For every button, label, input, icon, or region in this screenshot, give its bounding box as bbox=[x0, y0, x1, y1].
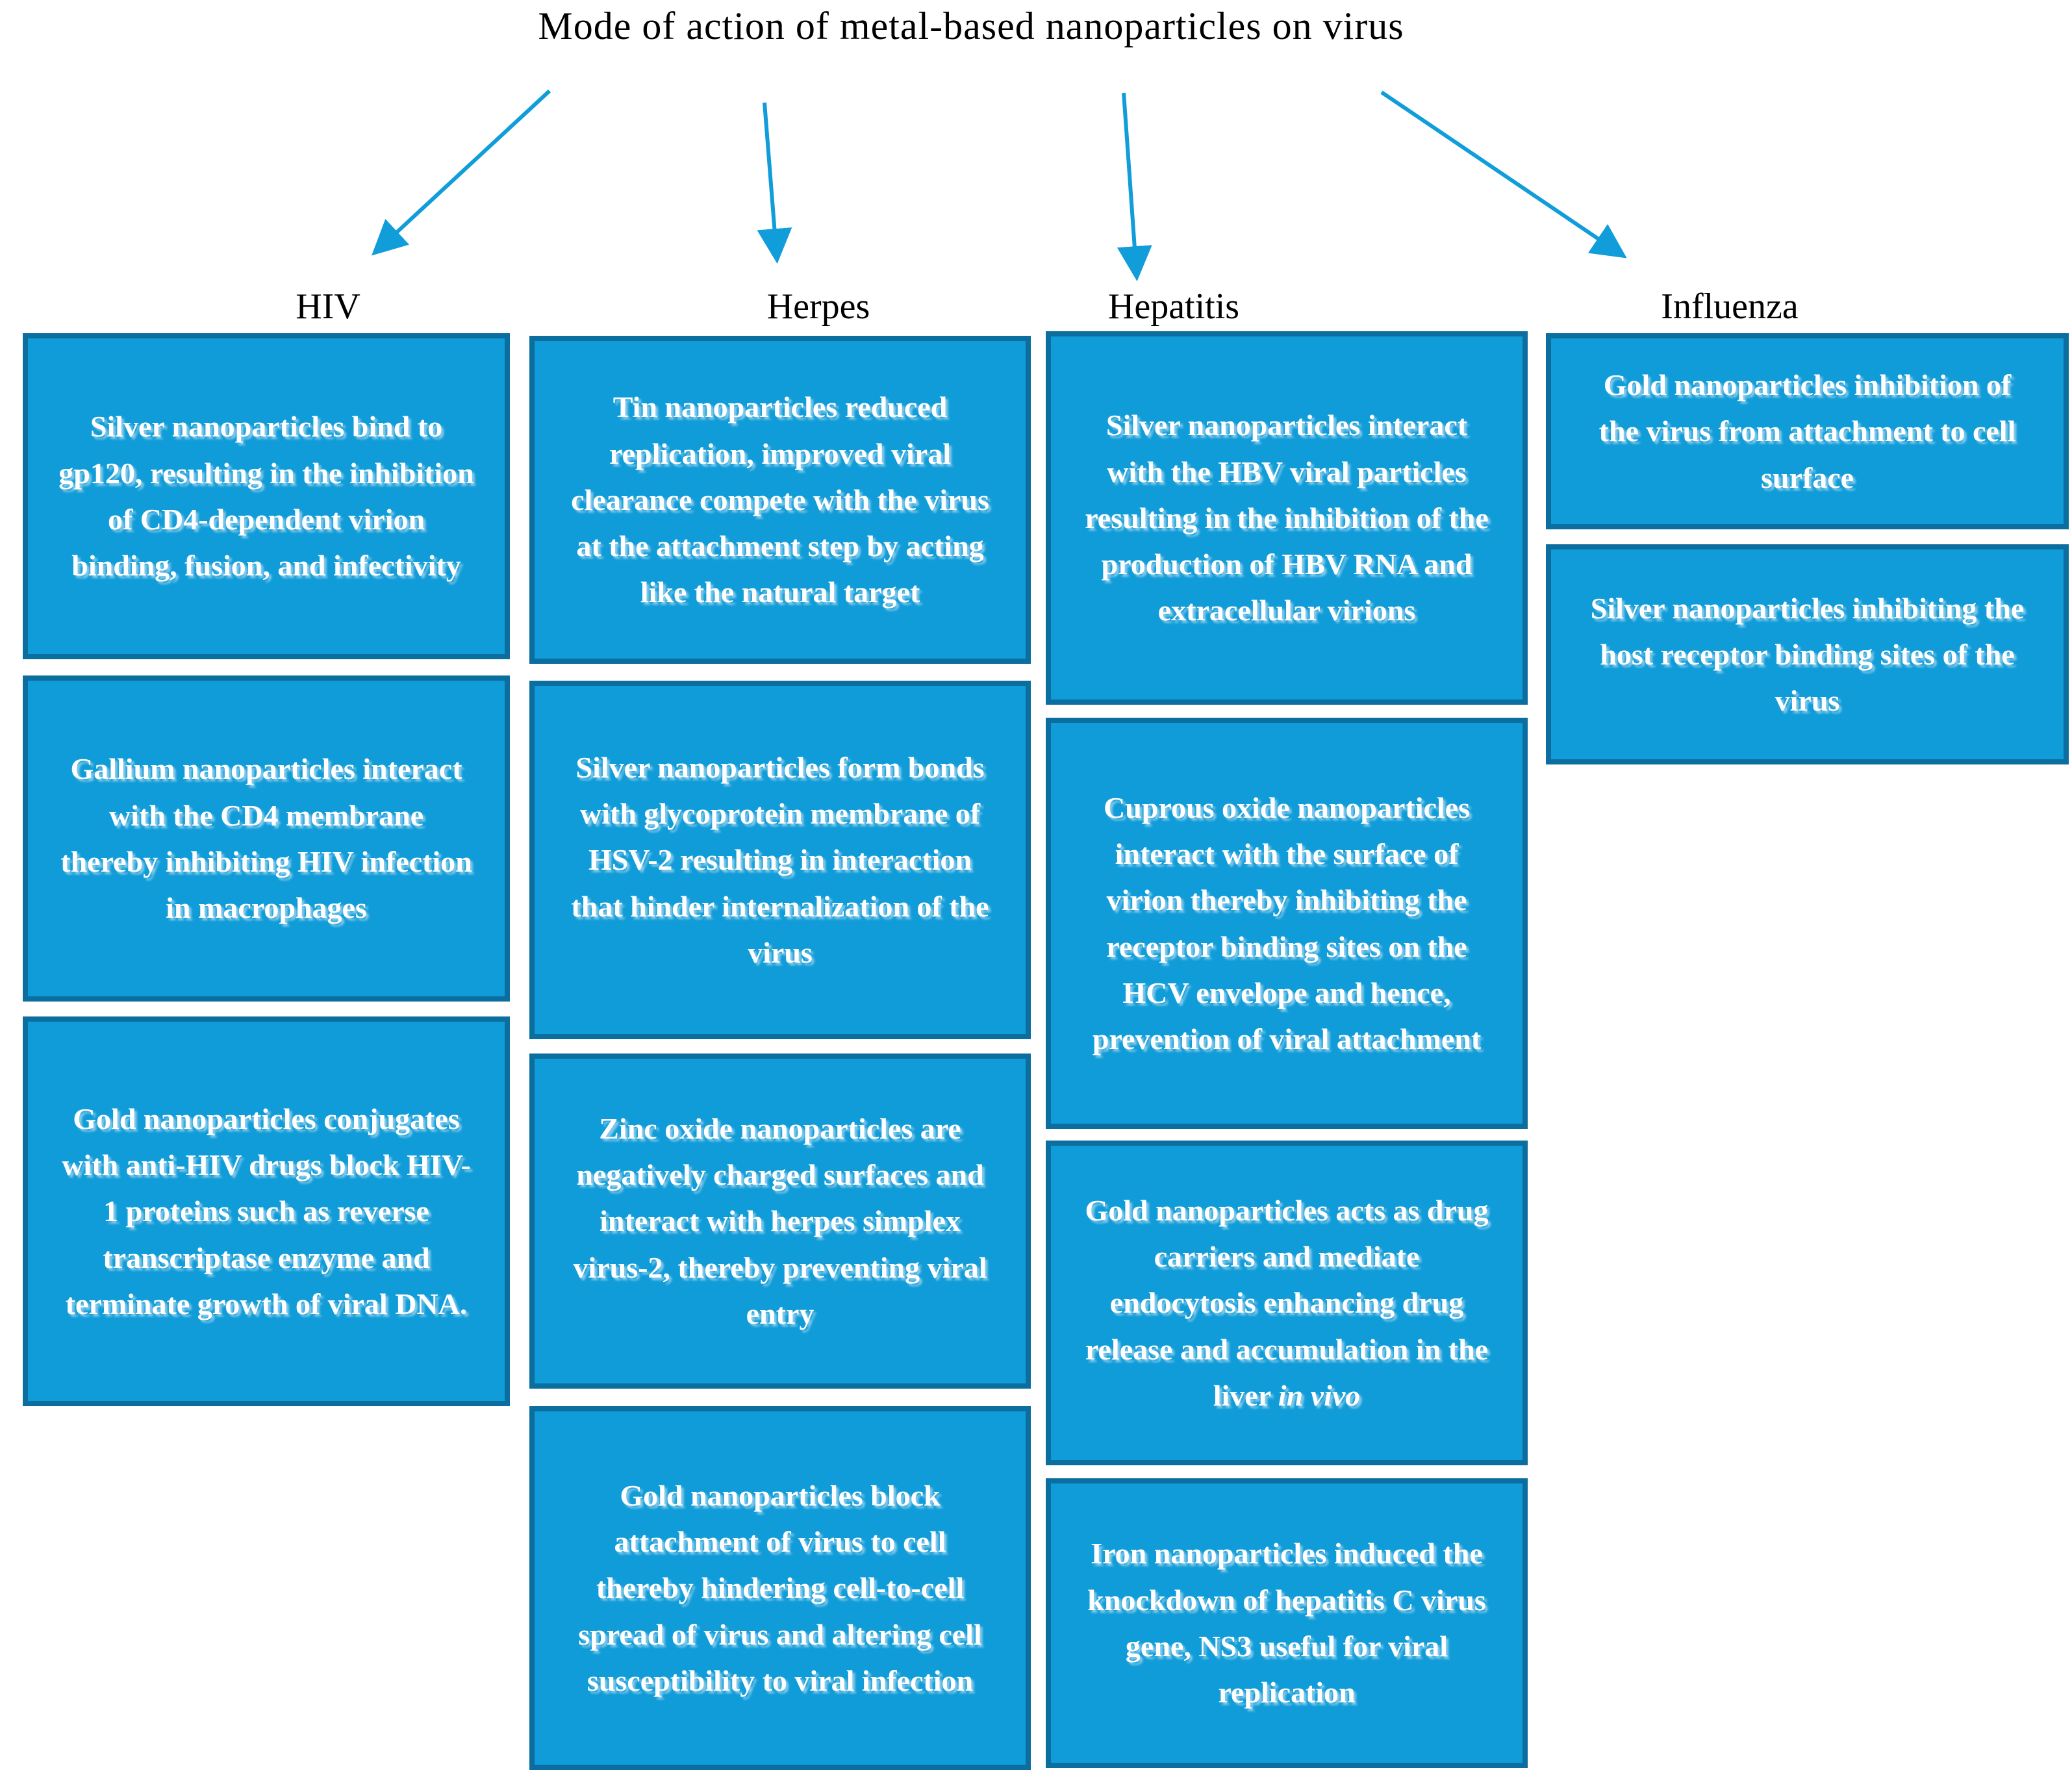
info-box-text: Tin nanoparticles reduced replication, i… bbox=[571, 390, 989, 609]
diagram-title: Mode of action of metal-based nanopartic… bbox=[538, 5, 1404, 47]
info-box-text: Silver nanoparticles bind to gp120, resu… bbox=[58, 410, 474, 583]
info-box-hepatitis-iron: Iron nanoparticles induced the knockdown… bbox=[1046, 1478, 1528, 1768]
info-box-hepatitis-gold: Gold nanoparticles acts as drug carriers… bbox=[1046, 1141, 1528, 1465]
info-box-hepatitis-cuprous-oxide: Cuprous oxide nanoparticles interact wit… bbox=[1046, 718, 1528, 1129]
column-header-influenza: Influenza bbox=[1661, 286, 1799, 327]
arrow-layer bbox=[372, 89, 1627, 282]
info-box-herpes-silver: Silver nanoparticles form bonds with gly… bbox=[529, 681, 1031, 1039]
info-box-influenza-gold: Gold nanoparticles inhibition of the vir… bbox=[1546, 333, 2069, 529]
info-box-text: Iron nanoparticles induced the knockdown… bbox=[1087, 1537, 1486, 1710]
info-box-text: Gallium nanoparticles interact with the … bbox=[60, 752, 472, 925]
info-box-hepatitis-silver: Silver nanoparticles interact with the H… bbox=[1046, 331, 1528, 705]
info-box-text: Zinc oxide nanoparticles are negatively … bbox=[573, 1111, 987, 1330]
arrow-to-herpes bbox=[757, 102, 792, 264]
info-box-text: Gold nanoparticles inhibition of the vir… bbox=[1598, 368, 2016, 494]
info-box-herpes-zinc-oxide: Zinc oxide nanoparticles are negatively … bbox=[529, 1054, 1031, 1389]
info-box-herpes-tin: Tin nanoparticles reduced replication, i… bbox=[529, 336, 1031, 664]
column-header-hiv: HIV bbox=[296, 286, 360, 327]
info-box-influenza-silver: Silver nanoparticles inhibiting the host… bbox=[1546, 544, 2069, 764]
column-header-hepatitis: Hepatitis bbox=[1107, 286, 1240, 327]
info-box-hiv-gold: Gold nanoparticles conjugates with anti-… bbox=[23, 1016, 510, 1406]
info-box-text: Silver nanoparticles form bonds with gly… bbox=[571, 750, 989, 969]
arrow-to-influenza bbox=[1380, 90, 1627, 259]
info-box-text: Cuprous oxide nanoparticles interact wit… bbox=[1092, 790, 1482, 1056]
info-box-hiv-silver: Silver nanoparticles bind to gp120, resu… bbox=[23, 333, 510, 659]
italic-in-vivo: in vivo bbox=[1278, 1378, 1361, 1412]
column-header-herpes: Herpes bbox=[766, 286, 870, 327]
info-box-text: Silver nanoparticles inhibiting the host… bbox=[1590, 591, 2025, 718]
info-box-text: Gold nanoparticles block attachment of v… bbox=[578, 1478, 982, 1697]
info-box-text: Gold nanoparticles conjugates with anti-… bbox=[62, 1102, 471, 1320]
info-box-herpes-gold: Gold nanoparticles block attachment of v… bbox=[529, 1406, 1031, 1770]
arrow-to-hiv bbox=[372, 89, 551, 256]
info-box-text: Gold nanoparticles acts as drug carriers… bbox=[1085, 1193, 1489, 1412]
info-box-text: Silver nanoparticles interact with the H… bbox=[1085, 409, 1489, 627]
arrow-to-hepatitis bbox=[1117, 92, 1152, 282]
info-box-hiv-gallium: Gallium nanoparticles interact with the … bbox=[23, 675, 510, 1002]
